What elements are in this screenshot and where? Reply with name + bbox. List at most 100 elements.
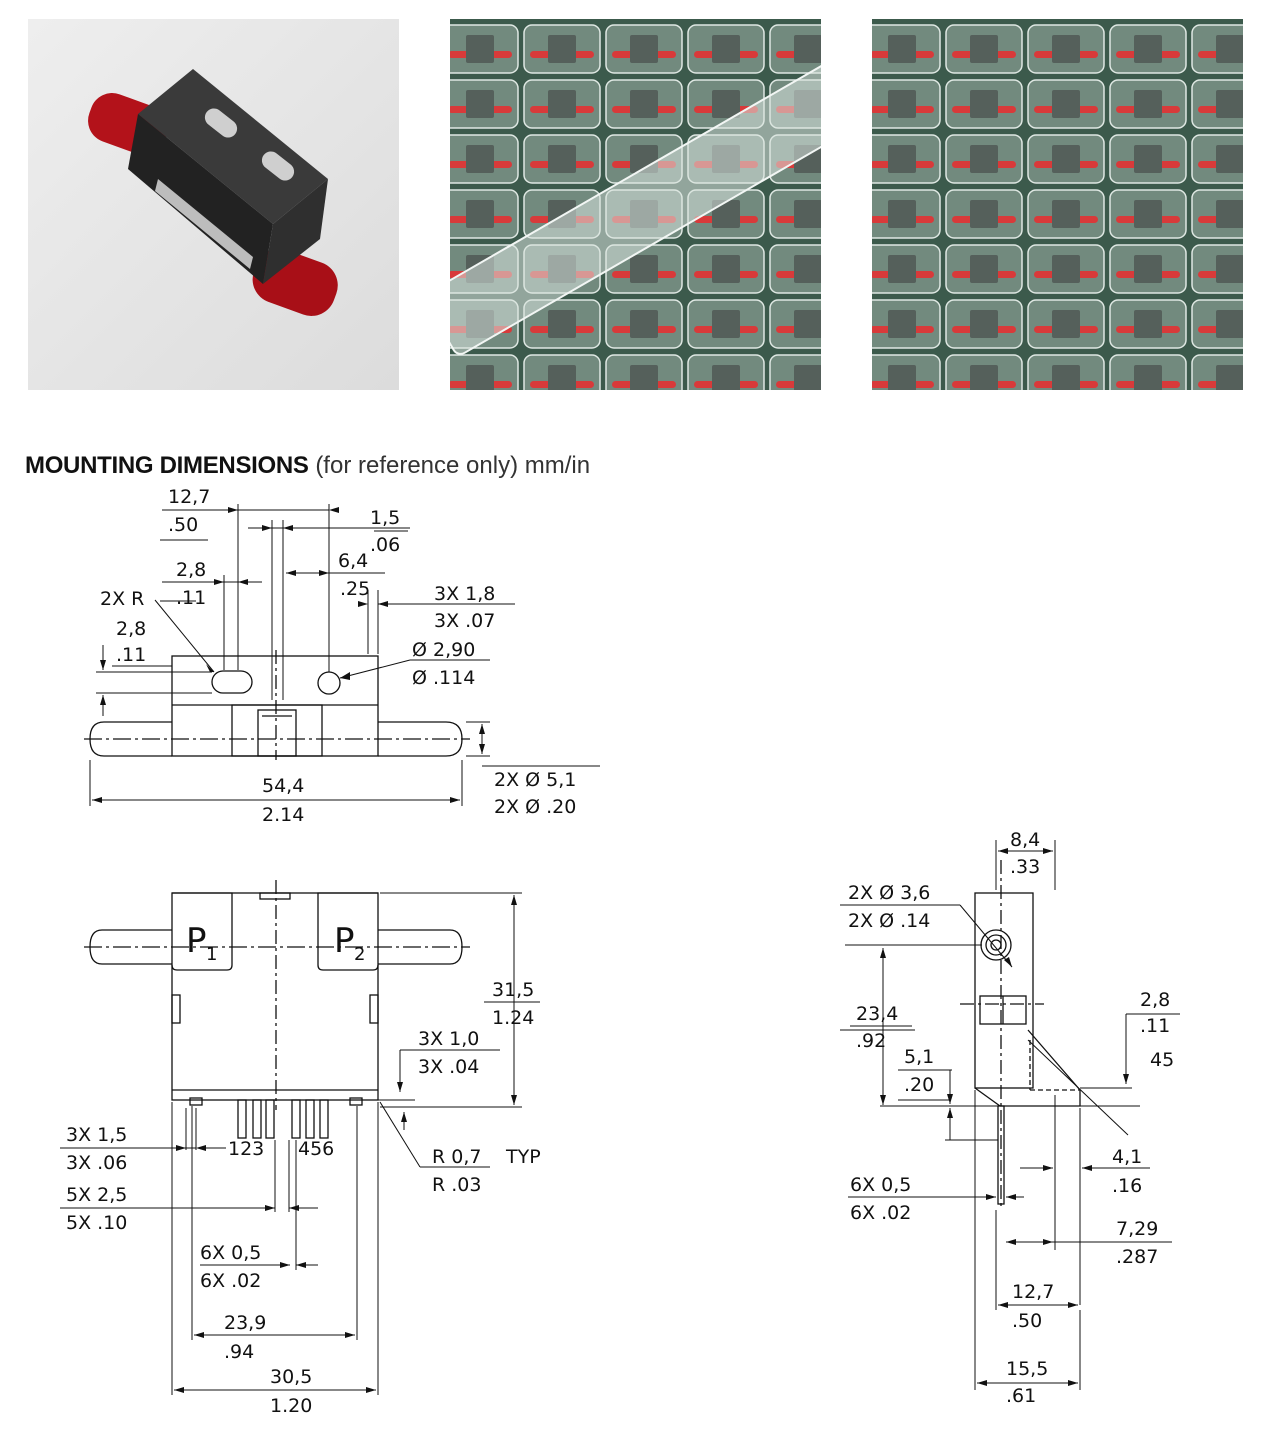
tray-pocket: [687, 24, 765, 74]
dim-6-4: 6,4: [338, 550, 368, 572]
dim-50: .50: [168, 514, 198, 536]
tray-pocket: [450, 354, 519, 390]
tray-pocket: [523, 79, 601, 129]
tray-pocket: [1191, 79, 1243, 129]
dim-1-20: 1.20: [270, 1395, 312, 1417]
tray-pocket: [1027, 299, 1105, 349]
side-view-labels: 8,4 .33 2X Ø 3,6 2X Ø .14 23,4 .92 2,8 .…: [848, 829, 1174, 1407]
dim-r-0-7: R 0,7: [432, 1146, 481, 1168]
dim-r-03: R .03: [432, 1174, 481, 1196]
tray-pocket: [769, 354, 821, 390]
section-title-subtitle: (for reference only) mm/in: [315, 452, 591, 479]
tray-pocket: [1027, 189, 1105, 239]
pin-numbers-left: 123: [228, 1138, 264, 1160]
dim-31-5: 31,5: [492, 979, 534, 1001]
dim-23-4: 23,4: [856, 1003, 898, 1025]
dim-2-8-edge: 2,8: [116, 618, 146, 640]
tray-pocket: [945, 189, 1023, 239]
tray-pocket: [687, 299, 765, 349]
dim-phi-114: Ø .114: [412, 667, 475, 689]
port-p2-sub: 2: [354, 944, 365, 965]
dim-3x-1-8: 3X 1,8: [434, 583, 495, 605]
dim-3x-1-0: 3X 1,0: [418, 1028, 479, 1050]
tray-pocket: [1109, 134, 1187, 184]
pin-numbers-right: 456: [298, 1138, 334, 1160]
tray-pocket: [450, 134, 519, 184]
dim-20: .20: [904, 1074, 934, 1096]
label-underlines: [484, 1001, 1180, 1071]
tray-pocket: [945, 354, 1023, 390]
tray-pocket: [872, 354, 941, 390]
dim-25: .25: [340, 578, 370, 600]
dim-phi-2-90: Ø 2,90: [412, 639, 475, 661]
dim-16: .16: [1112, 1175, 1142, 1197]
dim-3x-1-5: 3X 1,5: [66, 1124, 127, 1146]
tray-pocket: [769, 244, 821, 294]
dim-33: .33: [1010, 856, 1040, 878]
dim-11: .11: [1140, 1015, 1170, 1037]
tray-pocket: [1191, 354, 1243, 390]
dim-2x-phi-3-6: 2X Ø 3,6: [848, 882, 930, 904]
tray-pocket: [523, 354, 601, 390]
tray-pocket: [945, 134, 1023, 184]
dim-2-8-slot: 2,8: [176, 559, 206, 581]
dim-typ: TYP: [505, 1146, 541, 1168]
tray-pocket: [1027, 244, 1105, 294]
tray-pocket: [769, 24, 821, 74]
tray-pocket: [1109, 79, 1187, 129]
dim-3x-06: 3X .06: [66, 1152, 127, 1174]
tray-pocket: [450, 189, 519, 239]
tray-pocket: [1109, 299, 1187, 349]
tray-pocket: [872, 79, 941, 129]
dimension-arrowheads: [92, 507, 1129, 1393]
front-view-outline: [84, 880, 470, 1139]
dim-6x-0-5: 6X 0,5: [200, 1242, 261, 1264]
dim-2x-phi-20: 2X Ø .20: [494, 796, 576, 818]
dim-94: .94: [224, 1341, 254, 1363]
tray-pocket: [769, 189, 821, 239]
dim-92: .92: [856, 1030, 886, 1052]
top-view-dimension-lines: [89, 504, 600, 806]
tray-pocket: [1191, 24, 1243, 74]
dim-8-4: 8,4: [1010, 829, 1040, 851]
tray-pocket: [1027, 24, 1105, 74]
dim-06: .06: [370, 534, 400, 556]
tray-pocket: [1109, 24, 1187, 74]
front-view-dimension-lines: [60, 892, 522, 1395]
dim-5x-2-5: 5X 2,5: [66, 1184, 127, 1206]
dim-45: 45: [1150, 1049, 1174, 1071]
dim-6x-02: 6X .02: [200, 1270, 261, 1292]
dim-30-5: 30,5: [270, 1366, 312, 1388]
dim-4-1: 4,1: [1112, 1146, 1142, 1168]
tray-pocket: [872, 244, 941, 294]
port-p1-label: P: [186, 921, 207, 961]
side-view-outline: [960, 860, 1081, 1210]
tray-pocket: [605, 299, 683, 349]
tray-pocket: [450, 79, 519, 129]
front-view-labels: P 1 P 2 31,5 1.24 3X 1,0 3X .04 3X 1,5 3…: [66, 921, 541, 1417]
tray-pocket: [687, 244, 765, 294]
dim-2-8: 2,8: [1140, 989, 1170, 1011]
dim-7-29: 7,29: [1116, 1218, 1158, 1240]
dim-11-slot: .11: [176, 587, 206, 609]
tray-pocket: [945, 299, 1023, 349]
tray-pocket: [523, 134, 601, 184]
dim-5-1: 5,1: [904, 1046, 934, 1068]
tray-pocket: [945, 24, 1023, 74]
dim-12-7-side: 12,7: [1012, 1281, 1054, 1303]
tray-pocket: [450, 24, 519, 74]
tray-pocket: [872, 134, 941, 184]
tray-pocket: [945, 79, 1023, 129]
tray-pocket: [1191, 244, 1243, 294]
port-p2-label: P: [334, 921, 355, 961]
tray-pocket: [1191, 134, 1243, 184]
tray-pocket: [1027, 354, 1105, 390]
tray-pocket: [605, 79, 683, 129]
top-view-outline: [84, 650, 470, 760]
dim-287: .287: [1116, 1246, 1158, 1268]
dim-1-24: 1.24: [492, 1007, 534, 1029]
dim-1-5: 1,5: [370, 507, 400, 529]
tray-pocket: [1109, 354, 1187, 390]
dim-50-side: .50: [1012, 1310, 1042, 1332]
